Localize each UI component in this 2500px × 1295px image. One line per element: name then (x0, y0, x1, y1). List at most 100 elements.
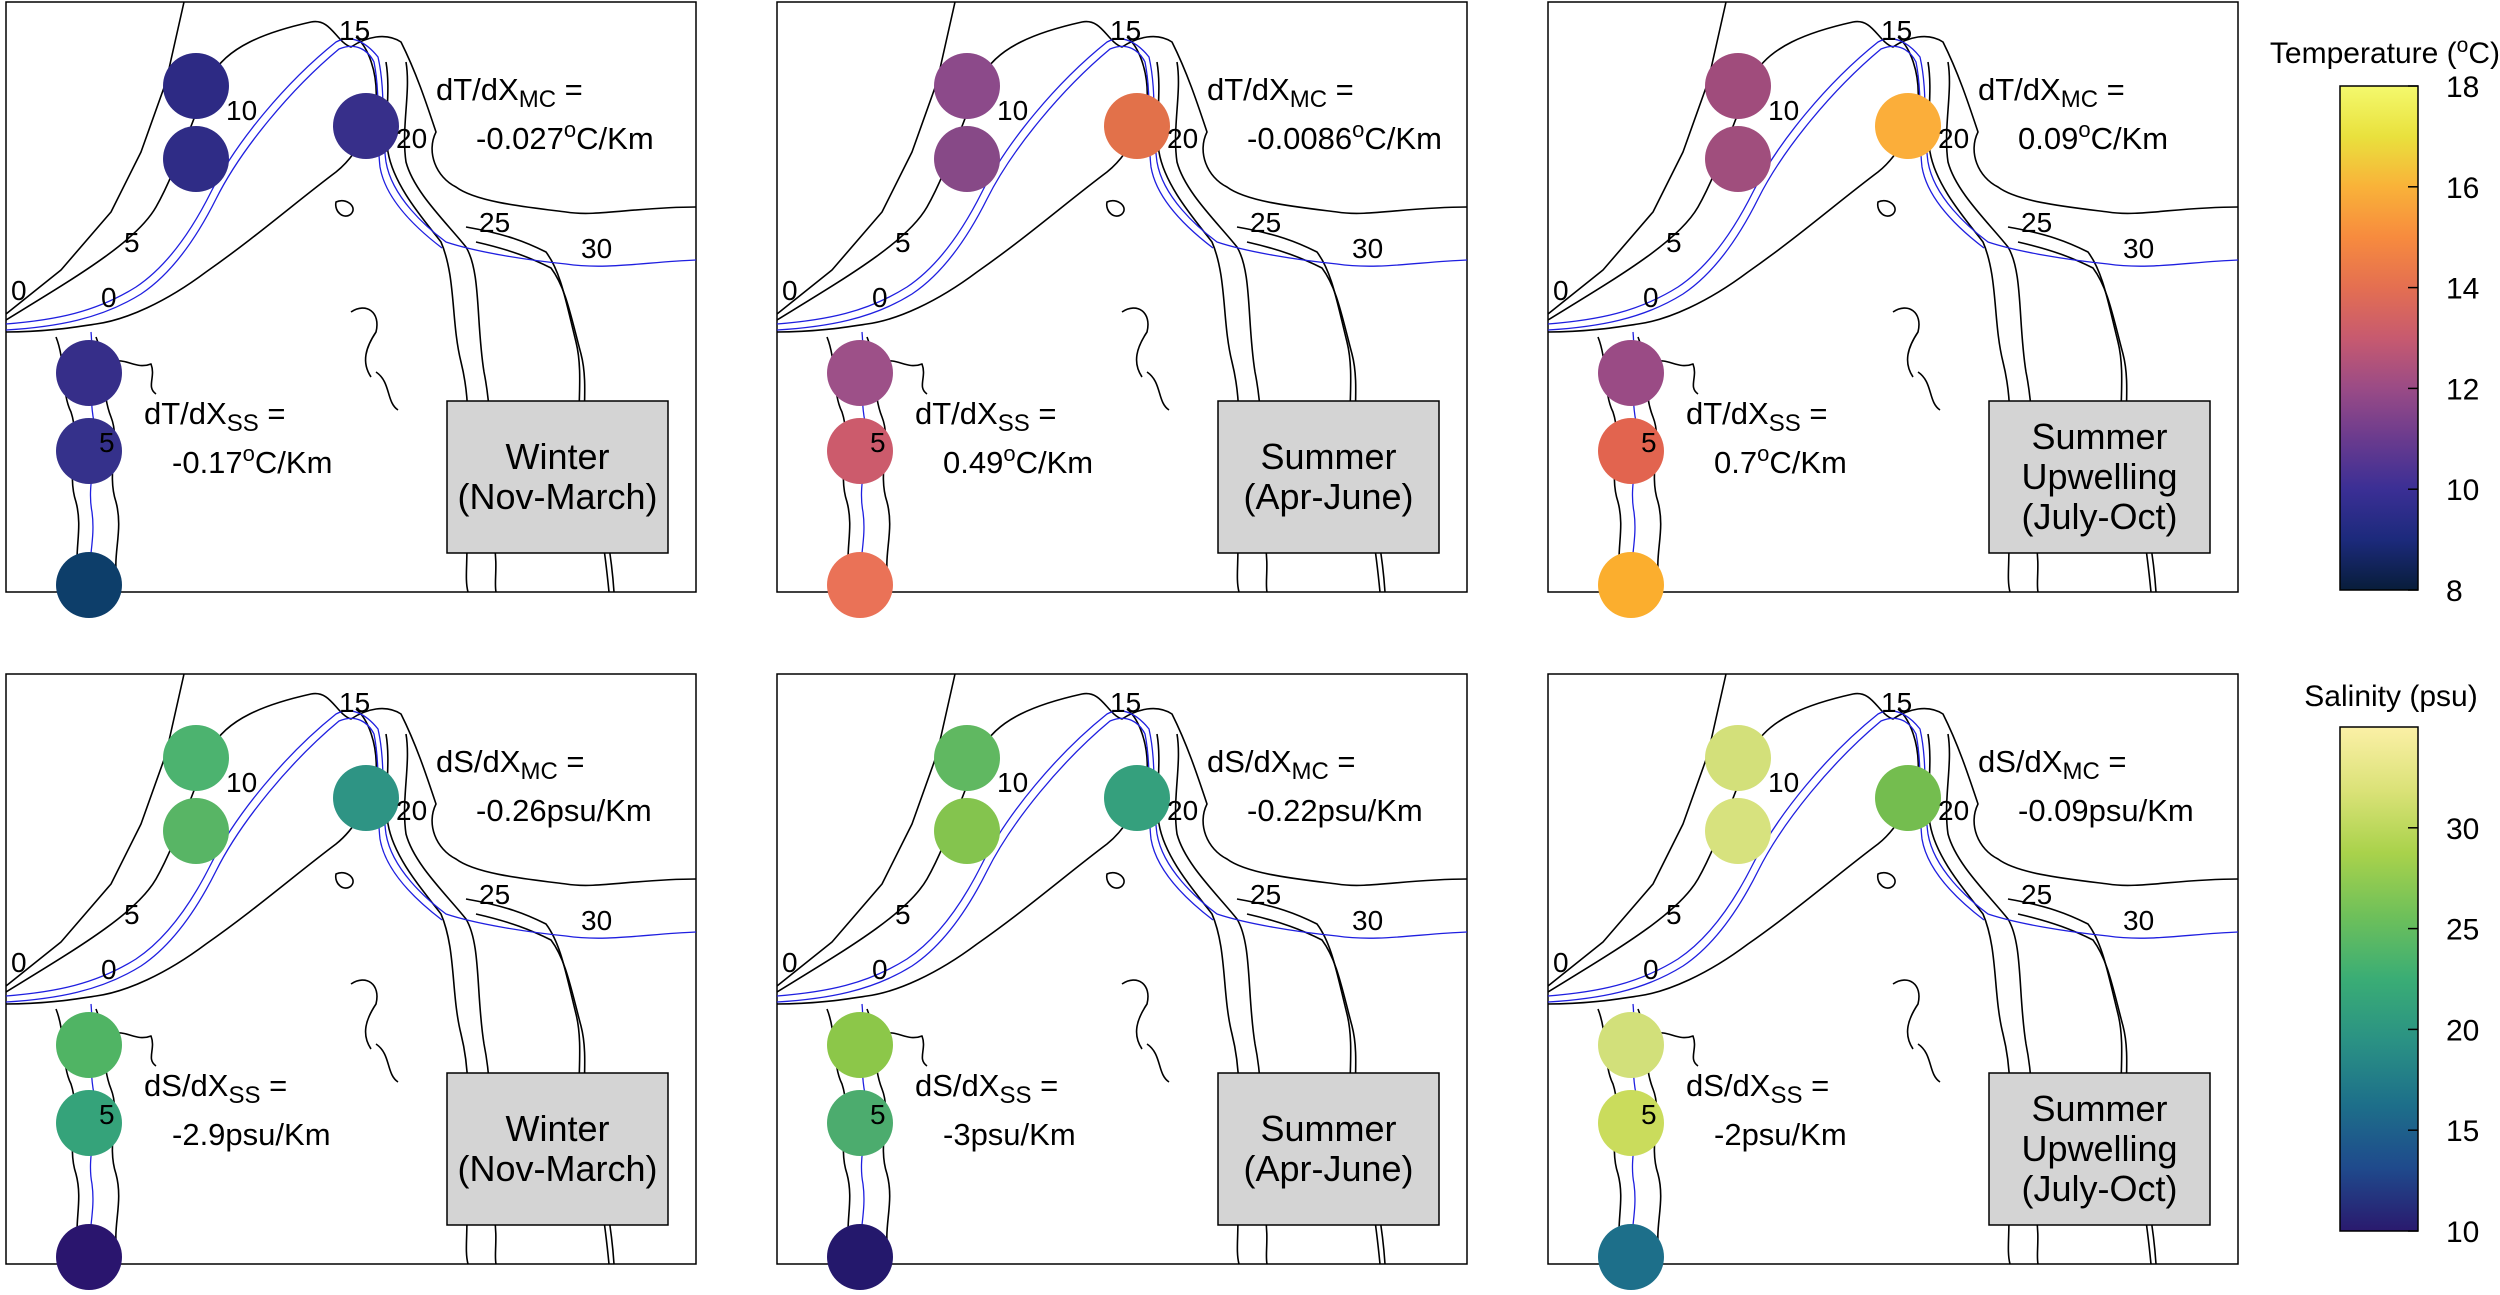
mouth-gradient-label: dS/dXMC = (1207, 744, 1356, 785)
channel-centerline (1547, 710, 2239, 997)
gradient-value: 0.7 (1714, 445, 1757, 480)
river-km-label: 5 (1641, 427, 1657, 458)
season-box (1217, 400, 1440, 554)
colorbar-title: Salinity (psu) (2304, 680, 2477, 713)
river-km-label: 15 (1110, 687, 1141, 718)
river-km-label: 30 (1352, 233, 1383, 264)
channel-edge (776, 45, 1214, 331)
degree-superscript: o (564, 117, 576, 142)
degree-superscript: o (243, 441, 255, 466)
gradient-equals: = (1802, 1068, 1829, 1103)
season-label: (Nov-March) (457, 1148, 657, 1189)
station-marker-3 (1875, 93, 1941, 159)
river-km-label: 30 (1352, 905, 1383, 936)
station-marker-2 (1705, 798, 1771, 864)
station-marker-5 (56, 1090, 122, 1156)
river-km-label: 0 (1553, 275, 1569, 306)
gradient-symbol: dT/dX (144, 396, 227, 431)
islet (1876, 199, 1896, 217)
station-marker-5 (1598, 1090, 1664, 1156)
colorbar-gradient (2339, 85, 2419, 591)
river-km-label: 0 (782, 275, 798, 306)
slough-gradient-label: dS/dXSS = (1686, 1068, 1829, 1109)
season-box (1988, 1072, 2211, 1226)
gradient-subscript: SS (1770, 1082, 1802, 1109)
river-km-label: 0 (1643, 954, 1659, 985)
gradient-value: -0.22psu/Km (1247, 793, 1423, 828)
river-km-label: 10 (1768, 767, 1799, 798)
mouth-gradient-value: -0.09psu/Km (2018, 793, 2194, 828)
mouth-gradient-value: -0.26psu/Km (476, 793, 652, 828)
gradient-symbol: dS/dX (1686, 1068, 1771, 1103)
inlet-arm-2 (375, 1043, 399, 1083)
channel-edge (5, 717, 443, 1003)
station-marker-1 (934, 53, 1000, 119)
slough-gradient-label: dS/dXSS = (144, 1068, 287, 1109)
river-km-label: 25 (479, 879, 510, 910)
gradient-unit: C/Km (1016, 445, 1094, 480)
station-marker-2 (163, 798, 229, 864)
gradient-symbol: dT/dX (436, 72, 519, 107)
season-label: (Nov-March) (457, 476, 657, 517)
season-label: Summer (1260, 1108, 1396, 1149)
station-marker-3 (1104, 765, 1170, 831)
river-km-label: 30 (2123, 905, 2154, 936)
channel-centerline (1547, 38, 2239, 325)
river-km-label: 25 (1250, 879, 1281, 910)
mouth-gradient-value: -0.0086oC/Km (1247, 117, 1442, 157)
season-label: (July-Oct) (2022, 496, 2178, 537)
station-marker-2 (163, 126, 229, 192)
colorbar-tick-label: 30 (2446, 813, 2479, 846)
slough-gradient-label: dT/dXSS = (915, 396, 1056, 437)
gradient-symbol: dS/dX (1207, 744, 1292, 779)
station-marker-4 (1598, 1012, 1664, 1078)
station-marker-3 (333, 93, 399, 159)
gradient-equals: = (1329, 744, 1356, 779)
station-marker-4 (56, 340, 122, 406)
colorbar-tick-label: 12 (2446, 373, 2479, 406)
inlet-arm-2 (1146, 371, 1170, 411)
slough-gradient-label: dT/dXSS = (144, 396, 285, 437)
colorbar-title-part: o (2457, 34, 2469, 57)
season-label: Summer (2031, 416, 2167, 457)
gradient-subscript: MC (519, 86, 556, 113)
mouth-gradient-label: dT/dXMC = (1207, 72, 1354, 113)
inlet-arm-2 (1917, 1043, 1941, 1083)
gradient-symbol: dS/dX (1978, 744, 2063, 779)
inlet-arm (1892, 979, 1920, 1050)
slough-gradient-value: 0.7oC/Km (1714, 441, 1847, 481)
mouth-gradient-label: dT/dXMC = (436, 72, 583, 113)
river-km-label: 0 (1643, 282, 1659, 313)
river-km-label: 30 (2123, 233, 2154, 264)
gradient-symbol: dT/dX (1207, 72, 1290, 107)
gradient-equals: = (259, 396, 286, 431)
season-label: Summer (2031, 1088, 2167, 1129)
gradient-value: -0.09psu/Km (2018, 793, 2194, 828)
river-km-label: 5 (895, 227, 911, 258)
gradient-equals: = (260, 1068, 287, 1103)
gradient-subscript: MC (2061, 86, 2098, 113)
station-marker-4 (56, 1012, 122, 1078)
season-label: Upwelling (2021, 456, 2177, 497)
inlet-arm (1121, 979, 1149, 1050)
inlet-arm (1892, 307, 1920, 378)
mouth-gradient-label: dS/dXMC = (1978, 744, 2127, 785)
river-km-label: 15 (1881, 687, 1912, 718)
station-marker-6 (1598, 552, 1664, 618)
inlet-arm (1121, 307, 1149, 378)
gradient-equals: = (2100, 744, 2127, 779)
colorbar-title-part: C) (2468, 37, 2500, 70)
gradient-equals: = (2098, 72, 2125, 107)
slough-side-arm (110, 360, 157, 395)
colorbar-gradient (2339, 726, 2419, 1232)
station-marker-1 (1705, 725, 1771, 791)
river-km-label: 5 (99, 427, 115, 458)
slough-gradient-value: -3psu/Km (943, 1117, 1076, 1152)
season-box (446, 400, 669, 554)
river-km-label: 10 (997, 95, 1028, 126)
inlet-arm-2 (1917, 371, 1941, 411)
